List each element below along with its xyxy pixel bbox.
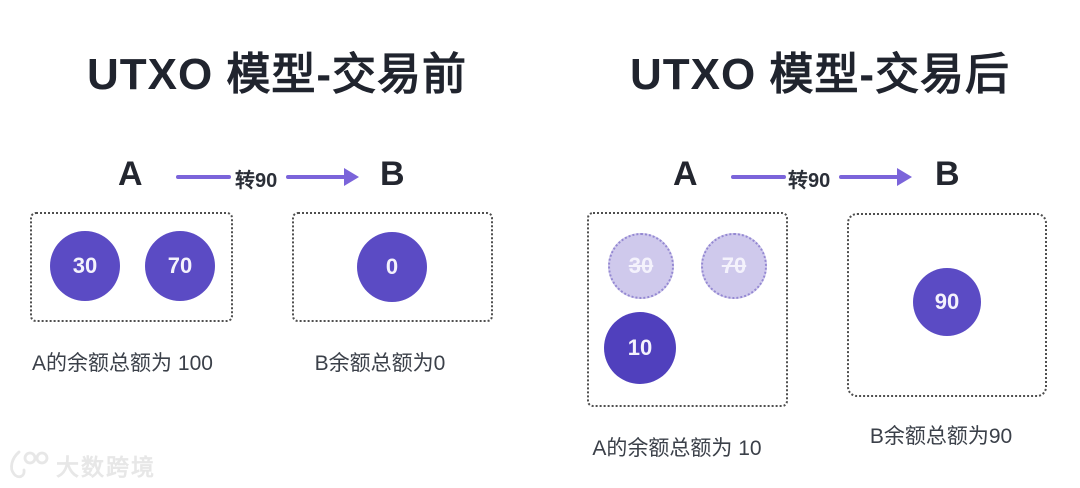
caption-b-after: B余额总额为90 [869,425,1013,448]
utxo-circle-30-before: 30 [50,231,120,301]
panel-title-after: UTXO 模型-交易后 [629,50,1011,99]
utxo-box-b-after [847,213,1047,397]
utxo-value: 10 [627,335,653,360]
utxo-box-b-before [292,212,493,322]
caption-a-after: A的余额总额为 10 [592,437,762,460]
utxo-circle-30-spent: 30 [608,233,674,299]
utxo-value: 90 [934,289,960,314]
utxo-value: 30 [72,253,98,278]
utxo-value-spent: 70 [721,253,747,278]
transfer-arrowhead-icon-after [897,168,912,186]
utxo-value-spent: 30 [628,253,654,278]
utxo-box-a-before [30,212,233,322]
transfer-amount-label-after: 转90 [788,170,831,192]
watermark-text: 大数跨境 [56,454,156,480]
utxo-circle-70-before: 70 [145,231,215,301]
node-b-label-after: B [935,155,960,193]
utxo-circle-0-before: 0 [357,232,427,302]
node-a-label-before: A [118,155,143,193]
watermark: 大数跨境 [8,448,156,482]
node-b-label-before: B [380,155,405,193]
transfer-amount-label-before: 转90 [235,170,278,192]
utxo-circle-90-after: 90 [913,268,981,336]
transfer-arrowhead-icon-before [344,168,359,186]
watermark-100-logo-icon [10,450,49,479]
transfer-arrow-line-before [176,175,231,179]
caption-a-before: A的余额总额为 100 [32,352,213,375]
panel-title-before: UTXO 模型-交易前 [86,50,468,99]
utxo-value: 70 [167,253,193,278]
utxo-box-a-after [587,212,788,407]
node-a-label-after: A [673,155,698,193]
utxo-circle-70-spent: 70 [701,233,767,299]
utxo-value: 0 [385,254,399,279]
transfer-arrow-line2-before [286,175,346,179]
caption-b-before: B余额总额为0 [314,352,446,375]
utxo-circle-10-change: 10 [604,312,676,384]
transfer-arrow-line-after [731,175,786,179]
transfer-arrow-line2-after [839,175,899,179]
